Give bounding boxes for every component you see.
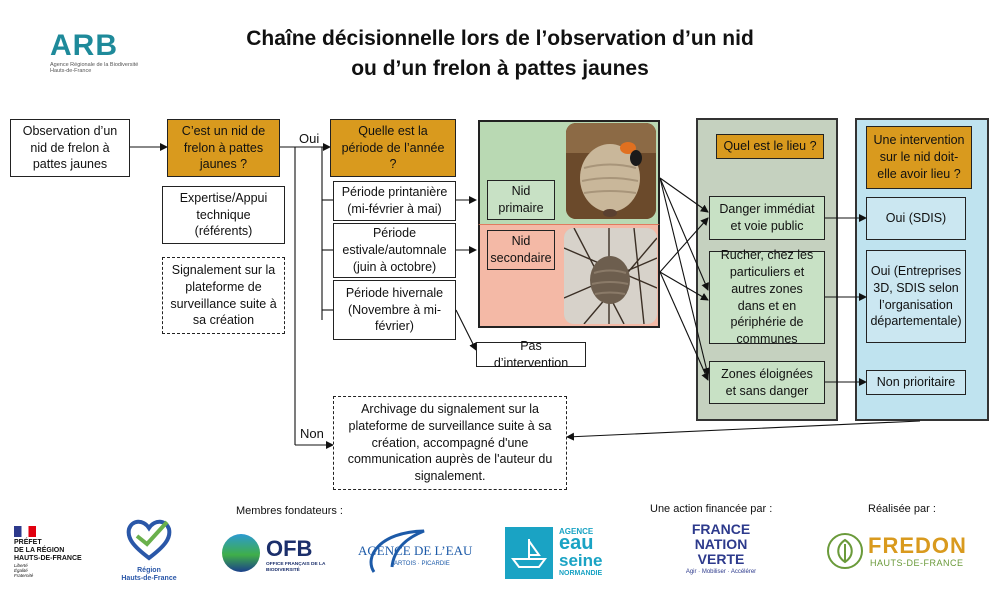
seine-normandie: NORMANDIE: [559, 570, 603, 577]
prefet-line-2: DE LA RÉGION: [14, 547, 65, 554]
nid-secondaire-box: Nid secondaire: [487, 230, 555, 270]
question-periode-box: Quelle est la période de l’année ?: [330, 119, 456, 177]
seine-eau: eau: [559, 532, 594, 554]
marianne-icon: [14, 526, 36, 537]
periode-printaniere-box: Période printanière (mi-février à mai): [333, 181, 456, 221]
primary-nest-photo: [566, 123, 656, 219]
page-title: Chaîne décisionnelle lors de l’observati…: [180, 24, 820, 84]
prefet-line-1: PRÉFET: [14, 539, 42, 546]
question-lieu-box: Quel est le lieu ?: [716, 134, 824, 159]
ofb-sub: OFFICE FRANÇAIS DE LA BIODIVERSITÉ: [266, 562, 326, 573]
prefet-line-3: HAUTS-DE-FRANCE: [14, 555, 82, 562]
region-name: Région: [137, 567, 161, 574]
expertise-box: Expertise/Appui technique (référents): [162, 186, 285, 244]
question-nid-box: C’est un nid de frelon à pattes jaunes ?: [167, 119, 280, 177]
non-label: Non: [300, 426, 324, 441]
arb-logo: ARB Agence Régionale de la Biodiversité …: [50, 30, 160, 90]
fredon-leaf-icon: [827, 533, 863, 569]
agence-swoosh-icon: [369, 529, 425, 573]
reponse-non-prioritaire-box: Non prioritaire: [866, 370, 966, 395]
reponse-sdis-box: Oui (SDIS): [866, 197, 966, 240]
seine-seine: seine: [559, 551, 603, 570]
pas-intervention-box: Pas d’intervention: [476, 339, 586, 370]
agence-eau-artois-logo: AGENCE DE L’EAU ARTOIS · PICARDIE: [354, 527, 474, 577]
lieu-zones-box: Zones éloignées et sans danger: [709, 361, 825, 404]
ofb-globe-icon: [222, 534, 260, 572]
archivage-box: Archivage du signalement sur la platefor…: [333, 396, 567, 490]
ofb-logo: OFB OFFICE FRANÇAIS DE LA BIODIVERSITÉ: [222, 532, 332, 577]
france-nation-verte-logo: FRANCE NATION VERTE Agir · Mobiliser · A…: [676, 522, 766, 584]
membres-label: Membres fondateurs :: [236, 505, 343, 517]
agence-name: AGENCE DE L’EAU: [358, 543, 473, 558]
region-heart-icon: [126, 519, 172, 561]
fredon-logo: FREDON HAUTS-DE-FRANCE: [826, 532, 976, 574]
oui-label: Oui: [299, 131, 320, 146]
observation-box: Observation d’un nid de frelon à pattes …: [10, 119, 130, 177]
region-name-2: Hauts-de-France: [121, 575, 177, 582]
financee-label: Une action financée par :: [650, 503, 773, 515]
fnv-line-1: FRANCE: [691, 521, 751, 537]
realisee-label: Réalisée par :: [868, 503, 936, 515]
prefet-motto-1: Liberté: [14, 563, 28, 568]
agence-sub: ARTOIS · PICARDIE: [394, 561, 450, 567]
agence-eau-seine-logo: AGENCE eau seine NORMANDIE: [505, 527, 615, 579]
seine-boat-icon: [505, 527, 553, 579]
fredon-sub: HAUTS-DE-FRANCE: [870, 558, 964, 568]
title-line-2: ou d’un frelon à pattes jaunes: [351, 56, 649, 80]
prefet-motto-3: Fraternité: [14, 573, 34, 578]
fredon-name: FREDON: [868, 533, 967, 558]
signalement-box: Signalement sur la plateforme de surveil…: [162, 257, 285, 334]
secondary-nest-photo: [564, 228, 657, 324]
arb-logo-text: ARB: [50, 29, 118, 62]
arb-logo-sub1: Agence Régionale de la Biodiversité: [50, 62, 139, 68]
region-logo: Région Hauts-de-France: [114, 516, 184, 586]
seine-agence: AGENCE: [559, 527, 594, 536]
ofb-name: OFB: [266, 536, 313, 561]
title-line-1: Chaîne décisionnelle lors de l’observati…: [246, 27, 754, 50]
lieu-rucher-box: Rucher, chez les particuliers et autres …: [709, 248, 825, 346]
prefet-motto-2: Égalité: [14, 568, 28, 573]
lieu-danger-box: Danger immédiat et voie public: [709, 196, 825, 240]
nid-primaire-box: Nid primaire: [487, 180, 555, 220]
prefet-logo: PRÉFET DE LA RÉGION HAUTS-DE-FRANCE Libe…: [14, 526, 104, 586]
periode-hivernale-box: Période hivernale (Novembre à mi-février…: [333, 280, 456, 340]
arb-logo-sub2: Hauts-de-France: [50, 68, 92, 74]
fnv-line-2: NATION: [694, 536, 748, 552]
reponse-entreprises-box: Oui (Entreprises 3D, SDIS selon l’organi…: [866, 250, 966, 343]
fnv-sub: Agir · Mobiliser · Accélérer: [685, 569, 757, 575]
question-intervention-box: Une intervention sur le nid doit-elle av…: [866, 126, 972, 189]
periode-estivale-box: Période estivale/automnale (juin à octob…: [333, 223, 456, 278]
fnv-line-3: VERTE: [697, 551, 745, 567]
